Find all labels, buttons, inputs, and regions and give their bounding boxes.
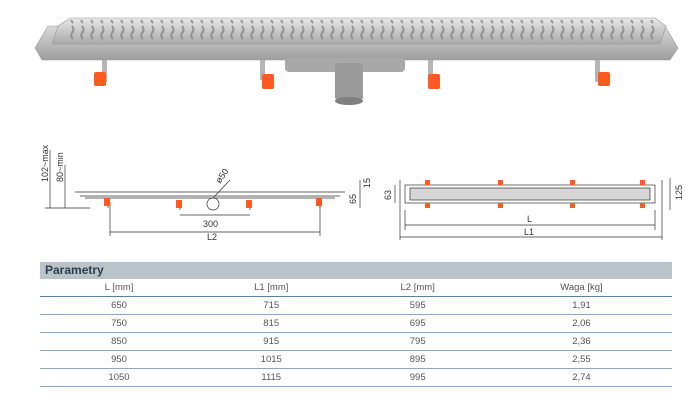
dim-65: 65 <box>348 194 358 204</box>
leveling-feet <box>94 72 610 89</box>
cell-weight: 1,91 <box>490 296 672 315</box>
dim-125: 125 <box>674 185 684 200</box>
cell-l1: 815 <box>198 314 345 333</box>
table-row: 950 1015 895 2,55 <box>40 350 672 369</box>
table-row: 650 715 595 1,91 <box>40 296 672 315</box>
cell-l: 850 <box>40 332 198 351</box>
cell-l2: 795 <box>344 332 491 351</box>
cell-l2: 595 <box>344 296 491 315</box>
cell-l: 750 <box>40 314 198 333</box>
cell-weight: 2,74 <box>490 368 672 387</box>
cell-l2: 995 <box>344 368 491 387</box>
table-row: 1050 1115 995 2,74 <box>40 368 672 387</box>
dim-300: 300 <box>203 219 218 229</box>
parameters-title: Parametry <box>40 262 672 279</box>
header-l: L [mm] <box>40 279 198 297</box>
dim-L1: L1 <box>524 227 534 237</box>
table-row: 850 915 795 2,36 <box>40 332 672 351</box>
dim-L: L <box>527 214 532 224</box>
parameters-section: Parametry L [mm] L1 [mm] L2 [mm] Waga [k… <box>40 262 672 387</box>
cell-l1: 1115 <box>198 368 345 387</box>
cell-l: 1050 <box>40 368 198 387</box>
cell-l1: 715 <box>198 296 345 315</box>
dim-15: 15 <box>362 178 372 188</box>
dim-L2: L2 <box>207 232 217 242</box>
cell-l: 650 <box>40 296 198 315</box>
cell-l2: 895 <box>344 350 491 369</box>
header-l2: L2 [mm] <box>344 279 491 297</box>
table-row: 750 815 695 2,06 <box>40 314 672 333</box>
parameters-table: L [mm] L1 [mm] L2 [mm] Waga [kg] 650 715… <box>40 279 672 387</box>
technical-drawings: 102~max 80~min ø50 15 65 300 L2 63 125 L… <box>40 144 684 242</box>
cell-l1: 1015 <box>198 350 345 369</box>
cell-weight: 2,36 <box>490 332 672 351</box>
table-header-row: L [mm] L1 [mm] L2 [mm] Waga [kg] <box>40 279 672 297</box>
cell-l2: 695 <box>344 314 491 333</box>
cell-l: 950 <box>40 350 198 369</box>
dim-min-height: 80~min <box>55 152 65 182</box>
header-weight: Waga [kg] <box>490 279 672 297</box>
cell-l1: 915 <box>198 332 345 351</box>
dim-63: 63 <box>383 190 393 200</box>
cell-weight: 2,06 <box>490 314 672 333</box>
cell-weight: 2,55 <box>490 350 672 369</box>
header-l1: L1 [mm] <box>198 279 345 297</box>
dim-max-height: 102~max <box>40 144 50 182</box>
drain-product-image <box>34 17 679 105</box>
